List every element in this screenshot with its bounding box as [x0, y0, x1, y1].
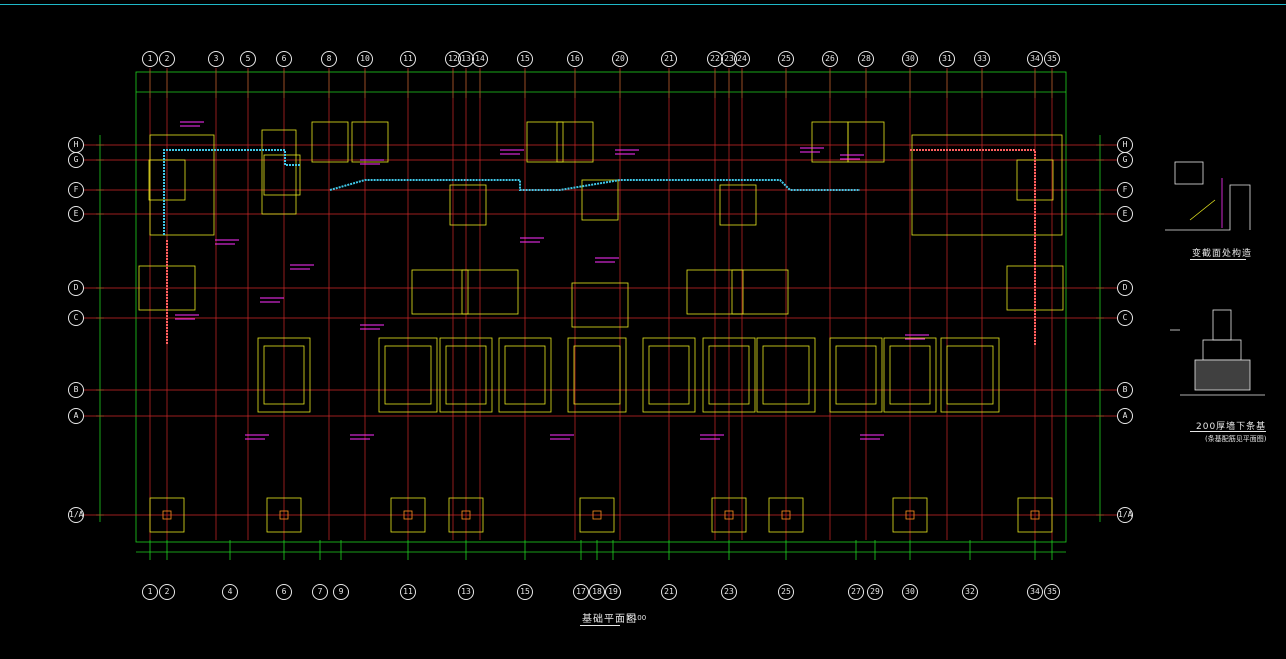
strip-footing-outer — [378, 337, 438, 413]
strip-footing-outer — [257, 337, 311, 413]
axis-lines — [84, 68, 1118, 540]
detail-1-title: 变截面处构造 — [1192, 249, 1253, 259]
combined-footing — [686, 269, 744, 315]
detail-2-wall — [1212, 309, 1232, 341]
combined-footing — [411, 269, 469, 315]
wall-strip-left — [163, 149, 300, 235]
drawing-title: 基础平面图 — [582, 614, 637, 625]
strip-footing-outer — [756, 337, 816, 413]
outer-dim-frame — [135, 71, 1067, 543]
detail-2-underline — [1190, 431, 1266, 432]
footing-upper — [351, 121, 389, 163]
footing-outline — [911, 134, 1063, 236]
strip-footing-inner — [504, 345, 546, 405]
footing-upper — [148, 159, 186, 201]
detail-2-footing — [1194, 359, 1251, 391]
footing-upper — [311, 121, 349, 163]
isolated-footing-column — [1030, 510, 1040, 520]
isolated-footing — [390, 497, 426, 533]
detail-2-title: 200厚墙下条基 — [1196, 422, 1267, 432]
footing-upper — [263, 154, 301, 196]
isolated-footing-column — [461, 510, 471, 520]
strip-footing-outer — [702, 337, 756, 413]
footing-upper — [719, 184, 757, 226]
strip-footing-inner — [889, 345, 931, 405]
dimension-lines — [96, 70, 1104, 560]
strip-footing-inner — [835, 345, 877, 405]
footing-upper — [847, 121, 885, 163]
title-underline — [580, 625, 620, 626]
isolated-footing-column — [403, 510, 413, 520]
isolated-footing — [266, 497, 302, 533]
footing-upper — [581, 179, 619, 221]
isolated-footing — [149, 497, 185, 533]
strip-footing-inner — [762, 345, 810, 405]
wall-strip-right — [910, 149, 1036, 345]
isolated-footing — [892, 497, 928, 533]
detail-1-underline — [1190, 259, 1246, 260]
isolated-footing — [768, 497, 804, 533]
isolated-footing-column — [162, 510, 172, 520]
isolated-footing — [1017, 497, 1053, 533]
drawing-scale: 1:100 — [626, 614, 647, 622]
strip-footing-inner — [384, 345, 432, 405]
strip-footing-outer — [498, 337, 552, 413]
detail-1-slope — [1189, 199, 1216, 221]
window-top-border — [0, 4, 1286, 5]
detail-2-step — [1202, 339, 1242, 361]
detail-2-subtitle: (条基配筋见平面图) — [1205, 435, 1267, 443]
combined-footing — [571, 282, 629, 328]
isolated-footing — [711, 497, 747, 533]
combined-footing — [731, 269, 789, 315]
footing-outline — [261, 129, 297, 215]
footing-upper — [526, 121, 564, 163]
strip-footing-outer — [940, 337, 1000, 413]
combined-footing — [461, 269, 519, 315]
footing-upper — [449, 184, 487, 226]
detail-1-frame — [1174, 161, 1204, 185]
isolated-footing-column — [279, 510, 289, 520]
strip-footing-inner — [445, 345, 487, 405]
strip-footing-inner — [708, 345, 750, 405]
wall-strip-center — [329, 179, 860, 191]
isolated-footing — [579, 497, 615, 533]
footings — [138, 121, 1064, 533]
strip-footing-inner — [648, 345, 690, 405]
isolated-footing-column — [781, 510, 791, 520]
isolated-footing-column — [592, 510, 602, 520]
strip-footing-outer — [567, 337, 627, 413]
isolated-footing — [448, 497, 484, 533]
footing-upper — [556, 121, 594, 163]
strip-footing-outer — [439, 337, 493, 413]
detail-drawings — [1165, 161, 1265, 396]
wall-strips — [163, 149, 1036, 345]
strip-footing-inner — [263, 345, 305, 405]
strip-footing-outer — [829, 337, 883, 413]
annotations — [175, 121, 929, 440]
strip-footing-inner — [946, 345, 994, 405]
isolated-footing-column — [724, 510, 734, 520]
isolated-footing-column — [905, 510, 915, 520]
strip-footing-inner — [573, 345, 621, 405]
footing-outline — [149, 134, 215, 236]
strip-footing-outer — [883, 337, 937, 413]
detail-1-profile — [1165, 184, 1251, 231]
strip-footing-outer — [642, 337, 696, 413]
